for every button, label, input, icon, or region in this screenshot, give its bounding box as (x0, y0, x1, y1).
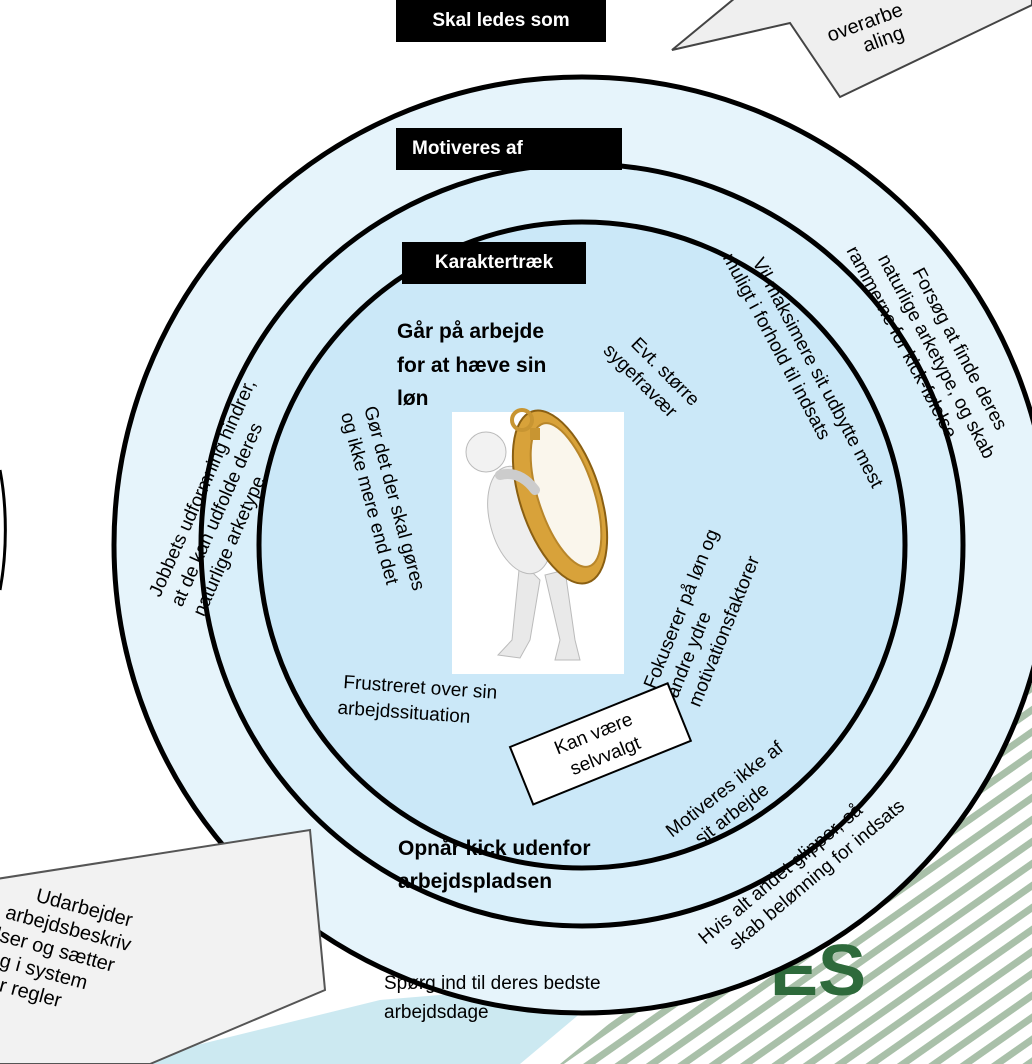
outer-bottom-line-1: Spørg ind til deres bedste (384, 973, 601, 994)
outer-bottom-line-2: arbejdsdage (384, 1002, 489, 1023)
middle-ring-label: Motiveres af (396, 128, 622, 170)
outer-ring-label: Skal ledes som (396, 0, 606, 42)
inner-top-line-1: Går på arbejde (397, 320, 544, 343)
callout-bottom-left: Udarbejder arbejdsbeskriv elser og sætte… (0, 828, 327, 1064)
note-box: Kan være selvvalgt (508, 682, 693, 806)
left-partial-circle (0, 469, 7, 591)
svg-text:Går på arbejde for at hæve: Går på arbejde for at hæve sin løn (397, 320, 552, 410)
inner-top-line-2: for at hæve sin (397, 354, 546, 377)
svg-text:Opnår kick udenfor arbejds: Opnår kick udenfor arbejdspladsen (398, 837, 596, 893)
man-carrying-stopwatch-icon (452, 408, 624, 674)
inner-bottom-line-2: arbejdspladsen (398, 870, 552, 893)
outer-bottom-text: Spørg ind til deres bedste arbejdsdage (384, 973, 606, 1023)
inner-bottom-line-1: Opnår kick udenfor (398, 837, 591, 860)
inner-ring-label: Karaktertræk (402, 242, 586, 284)
callout-top-right: overarbe aling (671, 0, 1032, 99)
inner-top-line-3: løn (397, 387, 429, 410)
